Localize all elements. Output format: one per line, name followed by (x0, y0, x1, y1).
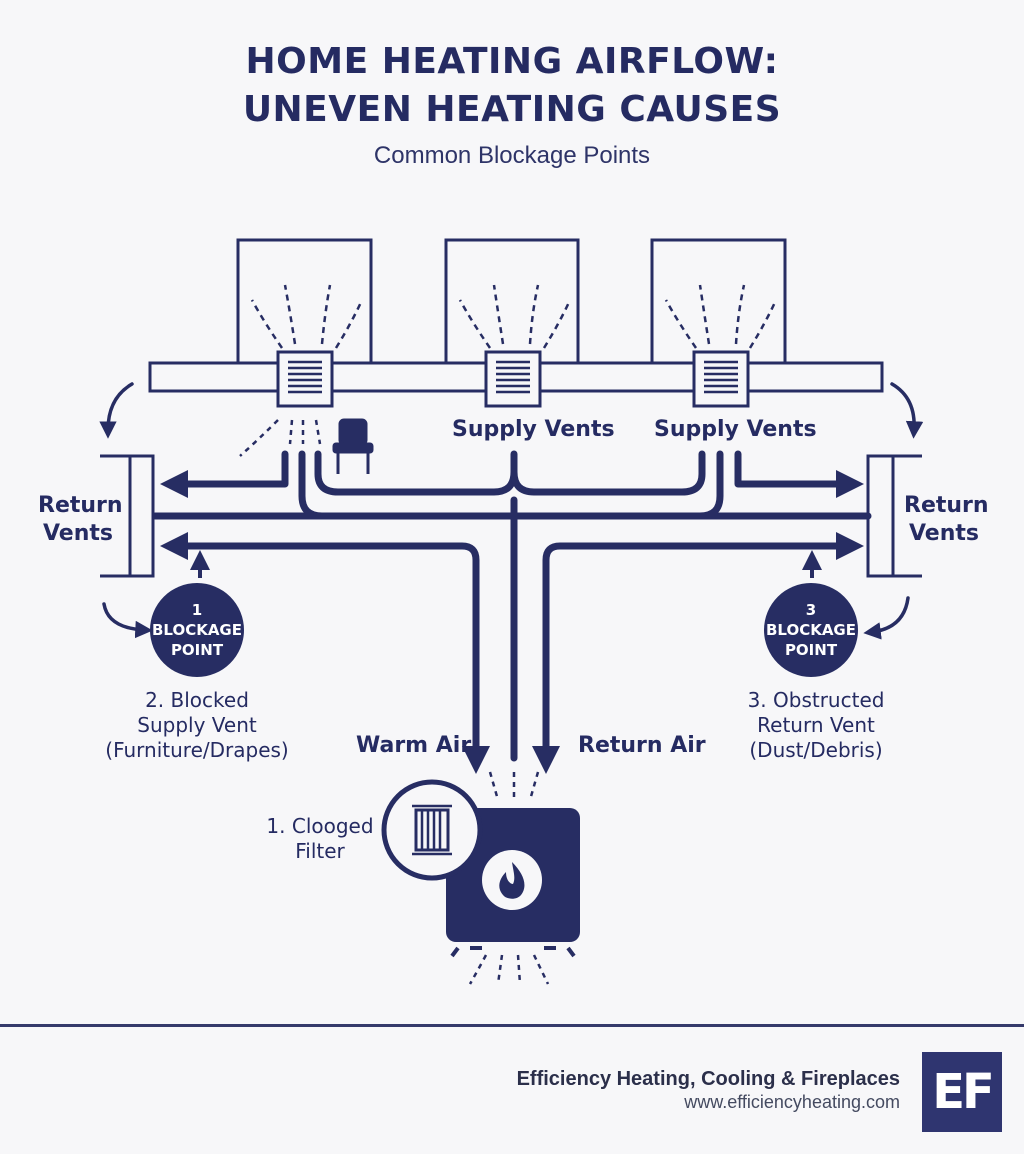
chair-icon (332, 418, 374, 474)
vent-slats-center (496, 360, 530, 394)
room-airflow-right (664, 284, 778, 349)
room-left (236, 238, 373, 367)
curved-arrow-icon (99, 382, 924, 640)
badge-line-2: POINT (784, 641, 838, 659)
caption-line: (Furniture/Drapes) (105, 738, 289, 762)
room-center (444, 238, 580, 367)
caption-line: 3. Obstructed (747, 688, 885, 712)
page-subtitle: Common Blockage Points (373, 142, 651, 169)
flame-icon (499, 862, 525, 899)
blocked-supply-caption: 2. Blocked Supply Vent (Furniture/Drapes… (104, 688, 290, 763)
caption-line: 1. Clooged (266, 814, 374, 838)
airflow-diagram (99, 238, 924, 985)
obstructed-return-caption: 3. Obstructed Return Vent (Dust/Debris) (736, 688, 896, 763)
caption-line: 2. Blocked (145, 688, 249, 712)
room-airflow-left (250, 284, 364, 349)
caption-line: Return Vent (757, 713, 875, 737)
furnace-intake (468, 771, 550, 985)
caption-line: Filter (295, 839, 345, 863)
blocked-airflow (239, 419, 322, 457)
return-vents-label-left-line1: Return (38, 493, 123, 518)
filter-icon (381, 779, 483, 881)
supply-vents-label-center: Supply Vents (452, 417, 615, 442)
badge-line-1: BLOCKAGE (151, 621, 242, 639)
badge-line-2: POINT (170, 641, 224, 659)
return-vents-label-right-line2: Vents (908, 521, 980, 546)
company-url: www.efficiencyheating.com (684, 1092, 900, 1112)
vent-slats-left (288, 360, 322, 394)
supply-vents-label-right: Supply Vents (654, 417, 817, 442)
caption-line: (Dust/Debris) (749, 738, 883, 762)
room-airflow-center (458, 284, 572, 349)
duct-network (151, 450, 872, 774)
page-title-line-1: HOME HEATING AIRFLOW: (245, 41, 779, 82)
badge-number: 3 (805, 601, 817, 619)
badge-line-1: BLOCKAGE (765, 621, 856, 639)
company-name: Efficiency Heating, Cooling & Fireplaces (516, 1068, 900, 1090)
return-air-label: Return Air (578, 733, 706, 758)
footer-divider (0, 1024, 1024, 1027)
clogged-filter-caption: 1. Clooged Filter (260, 814, 380, 864)
blockage-badge-right: 3 BLOCKAGE POINT (764, 583, 858, 677)
badge-number: 1 (191, 601, 203, 619)
caption-line: Supply Vent (137, 713, 257, 737)
return-vents-label-right-line1: Return (904, 493, 989, 518)
blockage-badge-left: 1 BLOCKAGE POINT (150, 583, 244, 677)
page-title-line-2: UNEVEN HEATING CAUSES (242, 89, 782, 130)
warm-air-label: Warm Air (356, 733, 472, 758)
room-right (650, 238, 787, 367)
vent-slats-right (704, 360, 738, 394)
return-vents-label-left-line2: Vents (42, 521, 114, 546)
company-logo: EF (922, 1052, 1002, 1132)
